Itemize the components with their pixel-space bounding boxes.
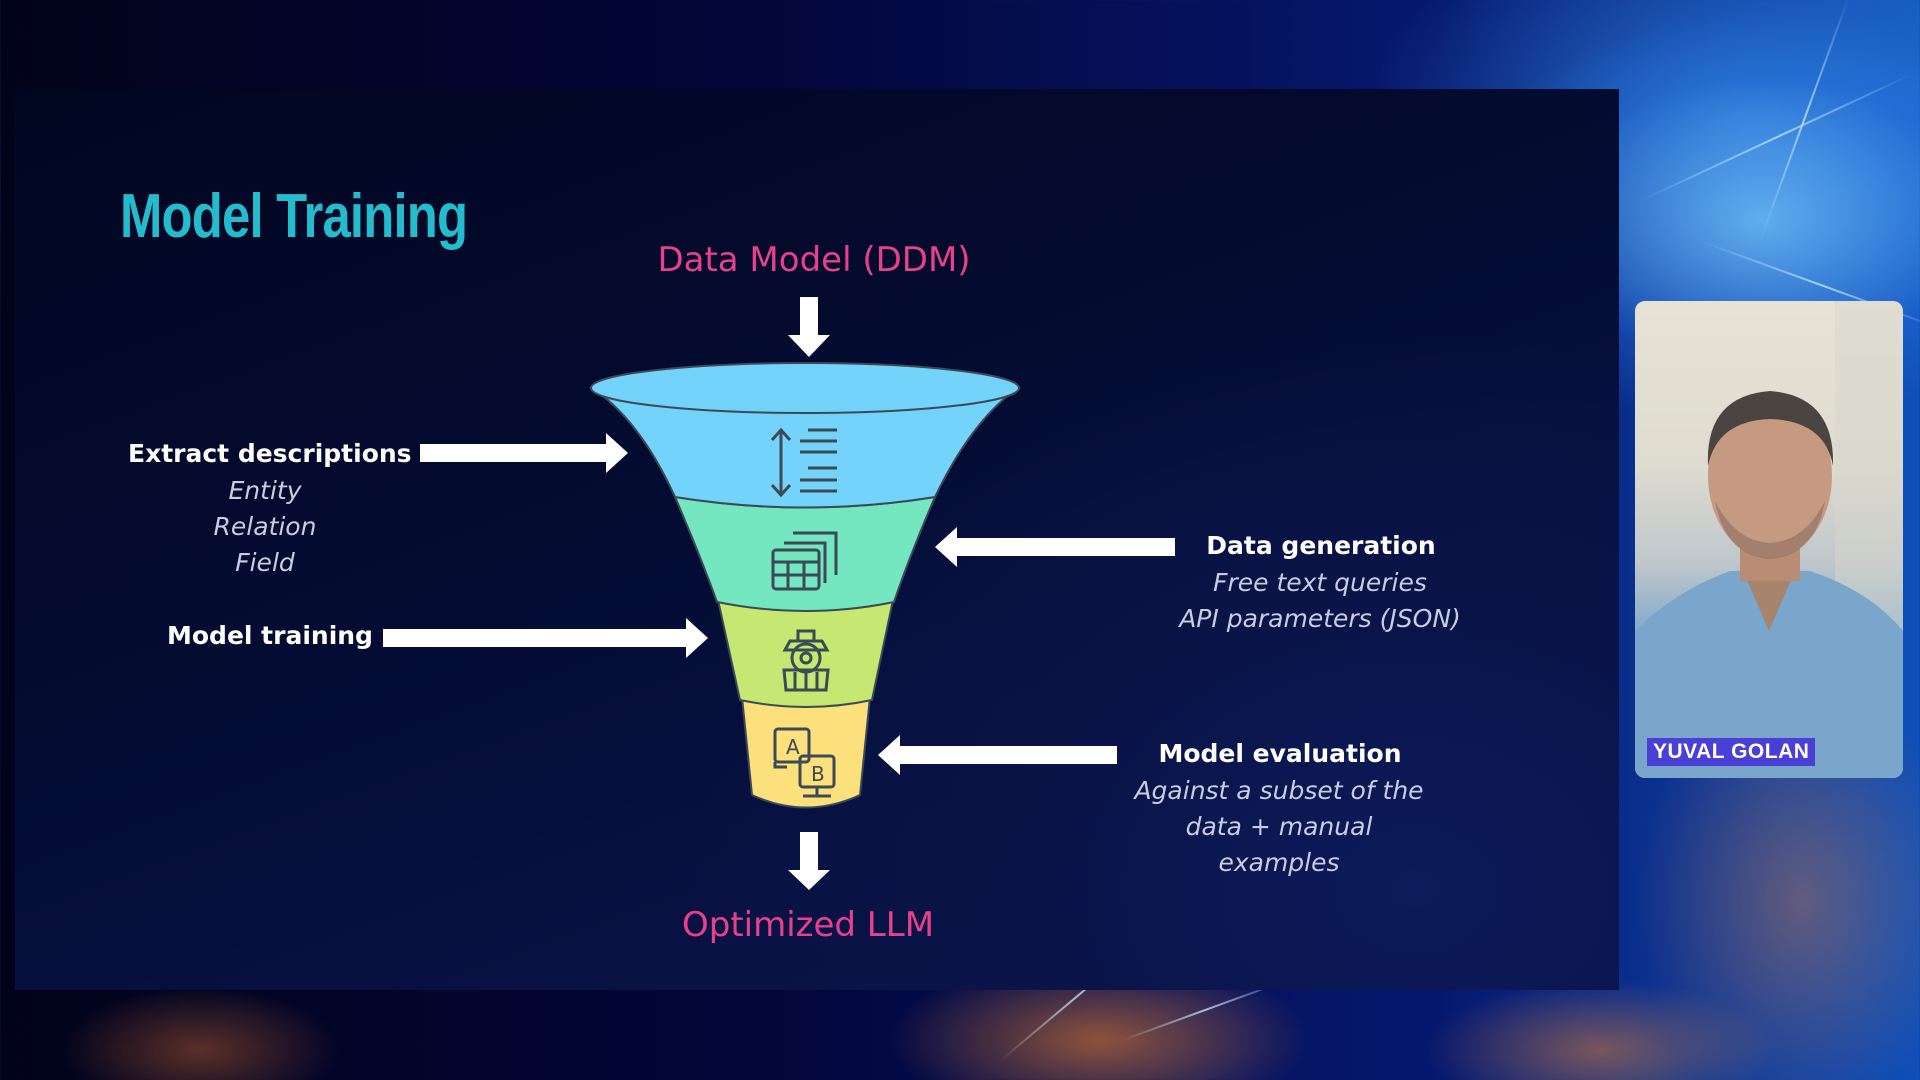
locomotive-icon [782,629,830,692]
table-stack-icon [771,531,838,591]
step-item: API parameters (JSON) [1179,604,1461,633]
funnel-rim [590,362,1020,414]
step-heading-model-evaluation: Model evaluation [1158,739,1402,768]
output-label: Optimized LLM [681,905,935,945]
step-item: Against a subset of the [1134,776,1424,805]
step-item: examples [1218,848,1340,877]
funnel [588,362,1022,809]
speaker-video-tile: YUVAL GOLAN [1635,301,1903,778]
step-item: Field [235,548,295,577]
line-spacing-icon [770,427,837,498]
speaker-silhouette [1635,301,1903,778]
extract-descriptions-arrow-icon [420,433,628,473]
slide-title: Model Training [120,182,468,251]
step-heading-data-generation: Data generation [1206,531,1436,560]
output-arrow-icon [788,832,830,890]
step-item: Relation [213,512,317,541]
ab-test-icon: A B [773,727,836,798]
data-generation-arrow-icon [935,527,1175,567]
model-evaluation-arrow-icon [878,735,1117,775]
step-item: data + manual [1185,812,1373,841]
step-item: Free text queries [1213,568,1427,597]
funnel-stage-descriptions [588,387,1022,509]
model-training-arrow-icon [383,618,708,658]
funnel-stage-data-generation [673,495,937,612]
svg-text:B: B [811,762,825,786]
step-heading-extract-descriptions: Extract descriptions [128,439,412,468]
input-label: Data Model (DDM) [657,240,971,280]
step-item: Entity [228,476,302,505]
speaker-name-badge: YUVAL GOLAN [1647,738,1816,766]
input-arrow-icon [788,297,830,357]
funnel-stage-evaluation [740,695,872,809]
step-heading-model-training: Model training [167,621,373,650]
svg-text:A: A [786,735,800,759]
